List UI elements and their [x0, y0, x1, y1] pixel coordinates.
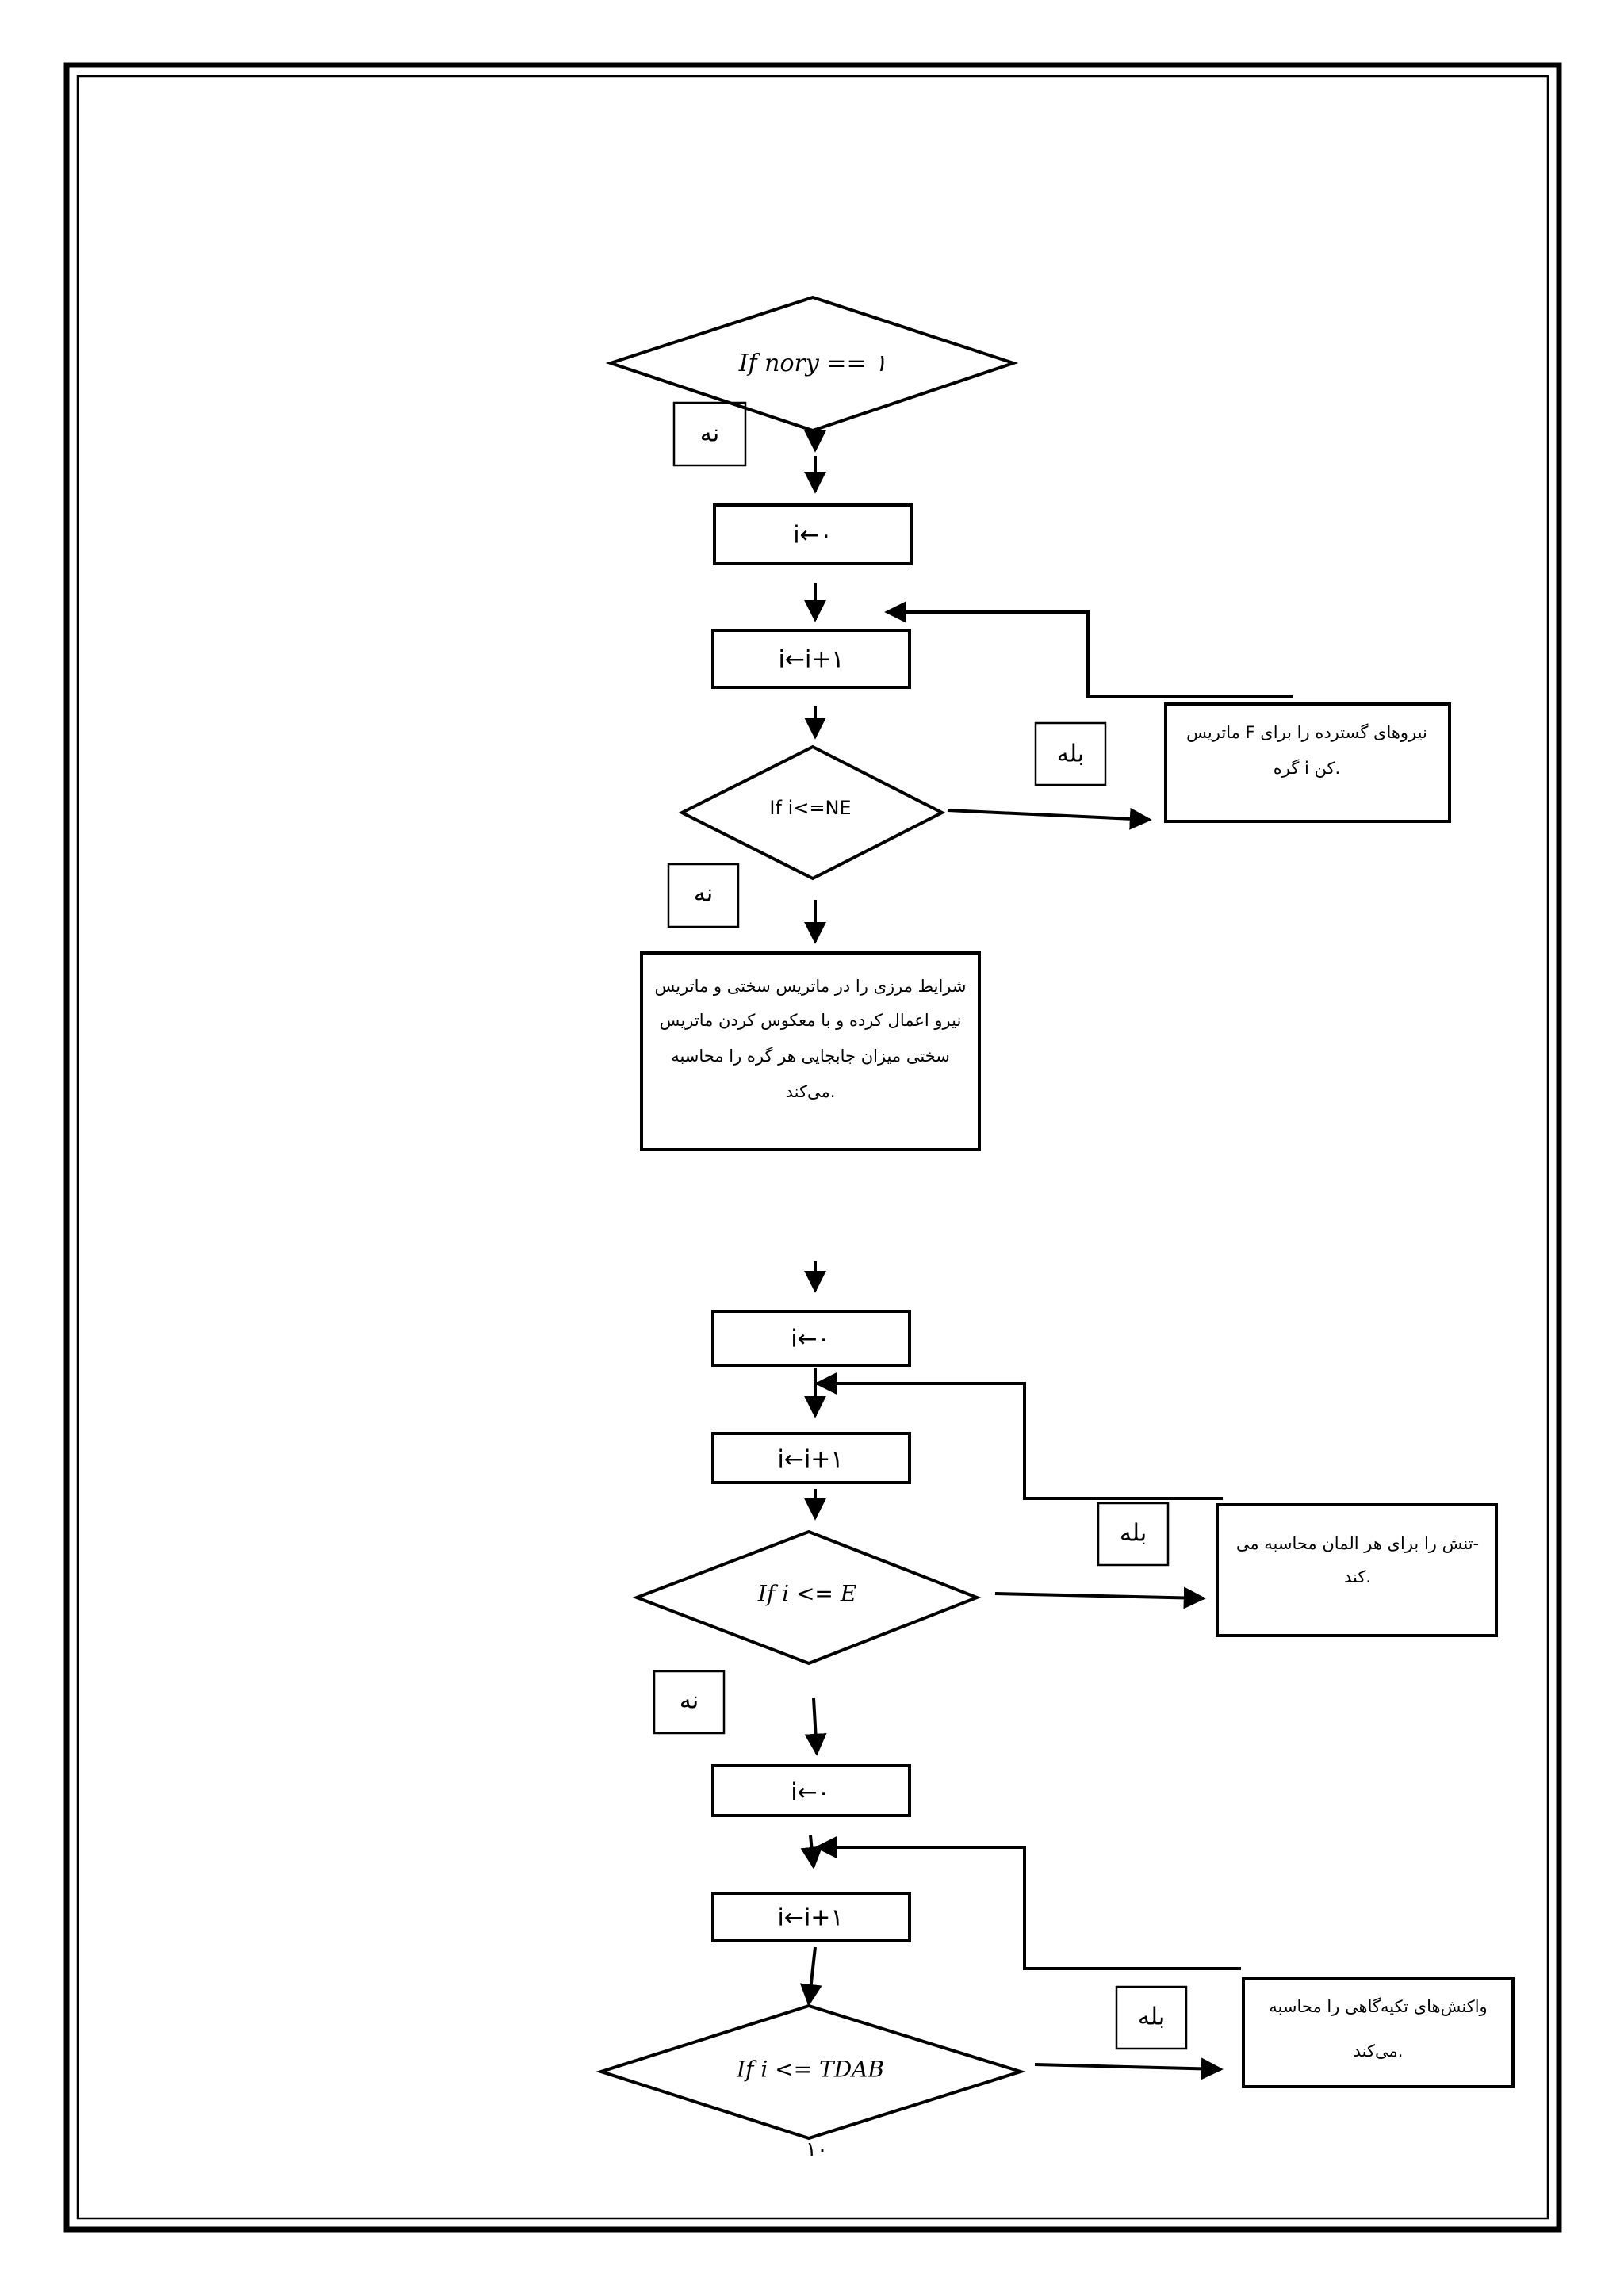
label-yes-2: بله [1120, 1520, 1147, 1548]
process-force-box [1164, 702, 1451, 823]
incr-3-text: i←i+۱ [777, 1904, 843, 1932]
label-yes-1: بله [1057, 740, 1084, 768]
init-1-text: i←۰ [793, 522, 833, 549]
label-no-1: نه [700, 420, 719, 448]
arrow-tdab-yes [1034, 2057, 1224, 2080]
label-no-2: نه [694, 880, 713, 908]
init-box-1 [713, 503, 913, 565]
loop-back-1 [884, 601, 1293, 698]
process-reaction-box [1242, 1977, 1515, 2088]
arrow-e-yes [994, 1586, 1206, 1609]
init-box-2 [711, 1310, 911, 1367]
incr-box-1 [711, 629, 911, 689]
incr-2-text: i←i+۱ [777, 1446, 843, 1474]
arrow-ne-yes [947, 807, 1152, 830]
process-force-line2: گره i کن. [1274, 759, 1340, 778]
label-no-box-2 [667, 863, 740, 928]
label-yes-box-2 [1097, 1502, 1170, 1567]
process-stress-box [1216, 1503, 1498, 1637]
loop-back-3 [814, 1836, 1241, 1970]
loop-back-2 [814, 1372, 1223, 1500]
page-number: ۱۰ [806, 2138, 828, 2162]
label-yes-3: بله [1138, 2003, 1165, 2031]
decision-e-diamond [632, 1529, 982, 1666]
process-bc-box [640, 951, 981, 1151]
label-no-box-3 [653, 1670, 726, 1735]
label-yes-box-3 [1115, 1985, 1188, 2050]
page-border [63, 62, 1562, 2233]
process-bc-line1: شرایط مرزی را در ماتریس سختی و ماتریس [655, 977, 967, 996]
incr-box-3 [711, 1892, 911, 1942]
incr-1-text: i←i+۱ [778, 646, 844, 674]
process-force-line1: ماتریس F نیروهای گسترده را برای [1186, 723, 1427, 742]
arrow-e-no [804, 1697, 827, 1756]
process-bc-line3: سختی میزان جابجایی هر گره را محاسبه [671, 1047, 950, 1066]
label-no-box-1 [672, 401, 747, 467]
decision-tdab-text: If i <= TDAB [736, 2057, 884, 2083]
decision-e-text: If i <= E [757, 1581, 856, 1607]
arrow-incr3-to-tdab [799, 1946, 822, 2007]
process-stress-line2: کند. [1344, 1567, 1371, 1586]
process-bc-line2: نیرو اعمال کرده و با معکوس کردن ماتریس [660, 1011, 962, 1030]
decision-nory-text: If nory == ۱ [738, 350, 887, 377]
decision-ne-diamond [678, 744, 946, 881]
process-reaction-line2: می‌کند. [1354, 2042, 1404, 2061]
process-bc-line4: می‌کند. [786, 1082, 836, 1101]
init-2-text: i←۰ [791, 1326, 830, 1353]
decision-tdab-diamond [596, 2003, 1026, 2141]
process-stress-line1: تنش را برای هر المان محاسبه می- [1236, 1534, 1479, 1553]
decision-ne-text: If i<=NE [769, 797, 851, 819]
init-3-text: i←۰ [791, 1779, 830, 1807]
process-reaction-line1: واکنش‌های تکیه‌گاهی را محاسبه [1269, 1997, 1487, 2016]
init-box-3 [711, 1764, 911, 1817]
label-no-3: نه [680, 1687, 699, 1715]
incr-box-2 [711, 1432, 911, 1484]
arrow-init3-to-incr3 [800, 1835, 823, 1869]
label-yes-box-1 [1034, 721, 1107, 786]
